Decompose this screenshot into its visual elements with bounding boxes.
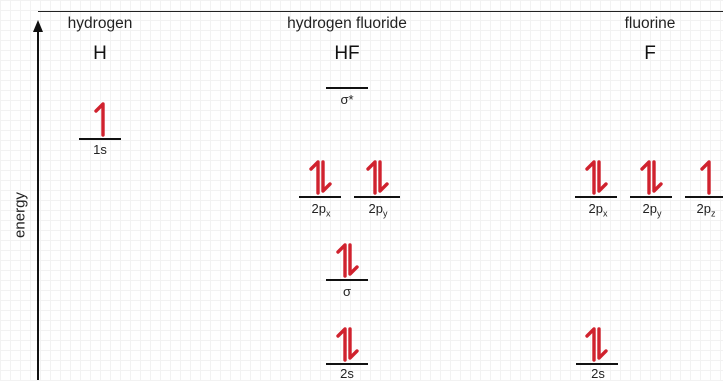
level-hf-2s bbox=[326, 363, 368, 365]
label-hf-2py: 2py bbox=[368, 201, 388, 219]
top-border bbox=[38, 11, 723, 12]
label-f-2s: 2s bbox=[591, 366, 605, 381]
label-f-2py: 2py bbox=[642, 201, 662, 219]
spin-up-arrow bbox=[94, 102, 105, 137]
spin-up-arrow bbox=[336, 243, 347, 278]
molecule-symbol: HF bbox=[334, 43, 360, 64]
hydrogen-title: hydrogen bbox=[67, 15, 133, 32]
level-f-2pz bbox=[685, 196, 723, 198]
label-hf-2px: 2px bbox=[311, 201, 331, 219]
energy-axis-arrowhead bbox=[33, 20, 43, 32]
electrons-sigma bbox=[336, 243, 359, 278]
level-h-1s bbox=[79, 138, 121, 140]
level-sigma bbox=[326, 279, 368, 281]
spin-down-arrow bbox=[321, 160, 332, 193]
fluorine-title: fluorine bbox=[624, 15, 676, 32]
spin-up-arrow bbox=[700, 160, 711, 195]
label-f-2pz: 2pz bbox=[696, 201, 716, 219]
spin-up-arrow bbox=[336, 327, 347, 362]
level-f-2px bbox=[575, 196, 617, 198]
spin-up-arrow bbox=[640, 160, 651, 195]
level-sigma-star bbox=[326, 87, 368, 89]
level-hf-2py bbox=[354, 196, 400, 198]
spin-down-arrow bbox=[378, 160, 389, 193]
spin-down-arrow bbox=[597, 327, 608, 360]
label-f-2px: 2px bbox=[588, 201, 608, 219]
electrons-hf-2s bbox=[336, 327, 359, 362]
hydrogen-symbol: H bbox=[93, 43, 107, 64]
spin-up-arrow bbox=[366, 160, 377, 195]
label-sigma-star: σ* bbox=[340, 92, 354, 107]
electrons-h-1s bbox=[94, 102, 105, 137]
spin-down-arrow bbox=[348, 327, 359, 360]
electrons-f-2py bbox=[640, 160, 663, 195]
level-f-2s bbox=[576, 363, 618, 365]
dashed-connectors bbox=[121, 88, 576, 364]
label-sigma: σ bbox=[342, 284, 352, 299]
spin-up-arrow bbox=[309, 160, 320, 195]
label-hf-2s: 2s bbox=[340, 366, 354, 381]
electrons-f-2pz bbox=[700, 160, 711, 195]
spin-down-arrow bbox=[348, 243, 359, 276]
energy-axis bbox=[37, 30, 39, 380]
spin-down-arrow bbox=[652, 160, 663, 193]
level-hf-2px bbox=[299, 196, 341, 198]
label-h-1s: 1s bbox=[93, 142, 107, 157]
electrons-f-2px bbox=[585, 160, 608, 195]
level-f-2py bbox=[630, 196, 672, 198]
electrons-hf-2px bbox=[309, 160, 332, 195]
molecule-title: hydrogen fluoride bbox=[287, 15, 407, 32]
electrons-hf-2py bbox=[366, 160, 389, 195]
spin-down-arrow bbox=[597, 160, 608, 193]
electrons-f-2s bbox=[585, 327, 608, 362]
fluorine-symbol: F bbox=[644, 43, 656, 64]
spin-up-arrow bbox=[585, 160, 596, 195]
spin-up-arrow bbox=[585, 327, 596, 362]
